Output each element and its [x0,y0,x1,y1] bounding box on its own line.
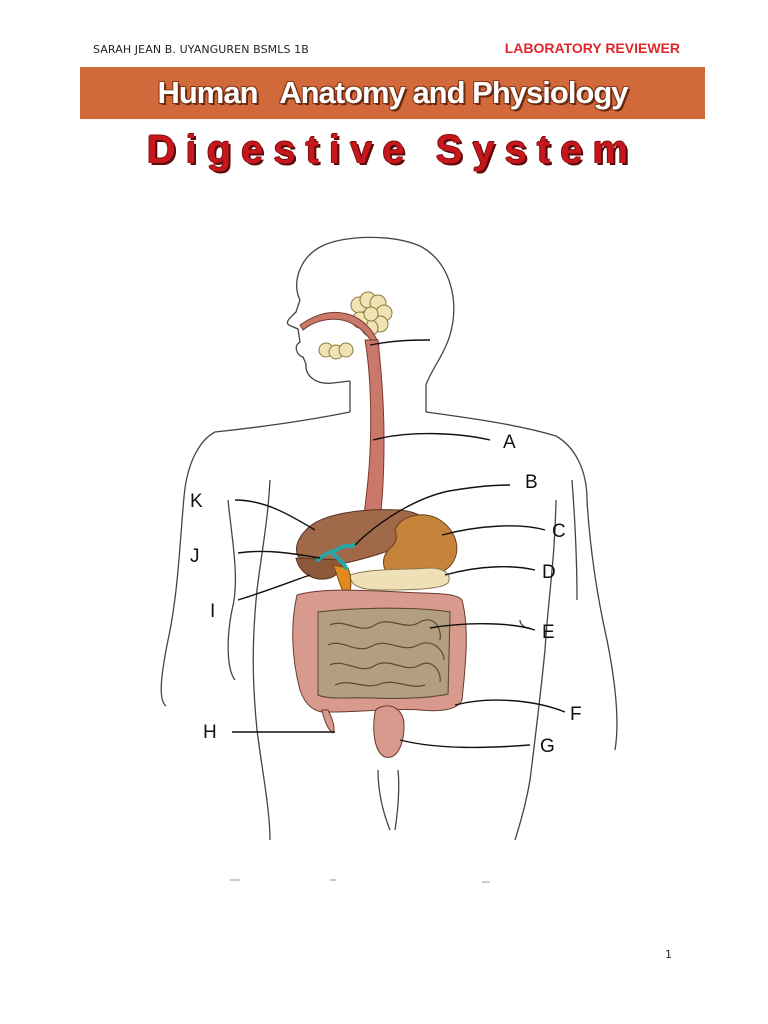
document-type: LABORATORY REVIEWER [504,40,680,56]
label-j: J [190,546,200,567]
author-line: SARAH JEAN B. UYANGUREN BSMLS 1B [93,43,309,56]
label-e: E [542,622,555,643]
appendix [321,709,335,734]
page-title: Digestive System [146,128,639,172]
title-banner: Human Anatomy and Physiology [80,67,705,119]
pancreas [349,567,450,591]
label-a: A [503,432,516,453]
label-f: F [570,704,582,725]
label-d: D [542,562,556,583]
diagram-labels: A B C D E F G H I J K [190,432,582,757]
rectum [373,705,405,758]
small-intestine [317,607,451,699]
body-outline [160,236,618,841]
esophagus [361,339,385,533]
label-i: I [210,601,215,622]
label-k: K [190,491,203,512]
bile-duct [316,543,356,570]
page-number: 1 [665,948,672,961]
label-g: G [540,736,555,757]
label-b: B [525,472,538,493]
leader-lines [232,339,566,749]
banner-title: Human Anatomy and Physiology [157,75,628,110]
label-h: H [203,722,217,743]
label-c: C [552,521,566,542]
